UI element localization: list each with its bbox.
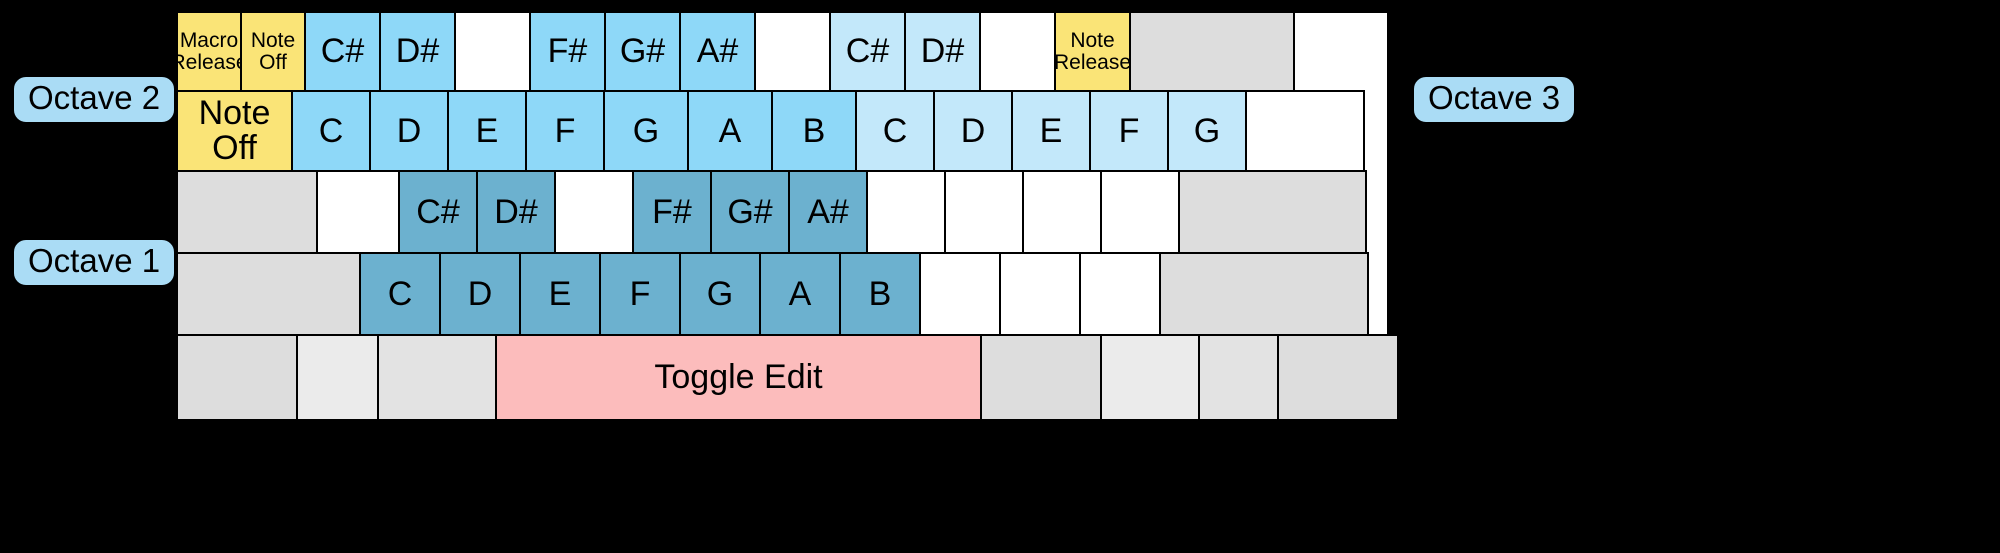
key-b[interactable]: B [771,90,857,172]
key-row-modifier-row: Toggle Edit [176,334,1399,421]
key-d[interactable]: D [933,90,1013,172]
key-e[interactable]: E [447,90,527,172]
key-f-sharp[interactable]: F# [632,170,712,254]
key-blank [1159,252,1369,336]
key-e[interactable]: E [519,252,601,336]
key-f[interactable]: F [1089,90,1169,172]
key-toggle-edit[interactable]: Toggle Edit [495,334,982,421]
key-blank [1129,11,1295,92]
key-blank [176,252,361,336]
octave-label-2: Octave 2 [12,75,177,124]
key-blank [316,170,400,254]
key-c-sharp[interactable]: C# [398,170,478,254]
key-a-sharp[interactable]: A# [679,11,756,92]
key-f[interactable]: F [599,252,681,336]
key-blank [754,11,831,92]
key-a[interactable]: A [687,90,773,172]
key-b[interactable]: B [839,252,921,336]
key-blank [919,252,1001,336]
key-f[interactable]: F [525,90,605,172]
key-g[interactable]: G [1167,90,1247,172]
key-d[interactable]: D [439,252,521,336]
key-row-octave1-black-keys: C#D# F#G#A# [176,170,1387,254]
key-blank [944,170,1024,254]
key-note-release[interactable]: Note Release [1054,11,1131,92]
key-f-sharp[interactable]: F# [529,11,606,92]
key-g-sharp[interactable]: G# [604,11,681,92]
key-c[interactable]: C [359,252,441,336]
key-d-sharp[interactable]: D# [904,11,981,92]
key-a[interactable]: A [759,252,841,336]
key-blank [979,11,1056,92]
key-blank [296,334,379,421]
key-d[interactable]: D [369,90,449,172]
key-blank [1245,90,1365,172]
key-d-sharp[interactable]: D# [476,170,556,254]
key-c[interactable]: C [291,90,371,172]
key-blank [866,170,946,254]
key-blank [1100,334,1200,421]
key-macro-release[interactable]: Macro Release [176,11,242,92]
key-blank [454,11,531,92]
key-e[interactable]: E [1011,90,1091,172]
key-note-off[interactable]: Note Off [176,90,293,172]
key-blank [176,170,318,254]
key-blank [980,334,1102,421]
key-blank [999,252,1081,336]
key-g-sharp[interactable]: G# [710,170,790,254]
key-blank [377,334,497,421]
key-g[interactable]: G [603,90,689,172]
key-a-sharp[interactable]: A# [788,170,868,254]
key-c-sharp[interactable]: C# [829,11,906,92]
key-blank [1198,334,1279,421]
key-note-off[interactable]: Note Off [240,11,306,92]
key-c[interactable]: C [855,90,935,172]
octave-label-3: Octave 3 [1412,75,1577,124]
key-blank [1277,334,1399,421]
key-blank [1178,170,1367,254]
key-c-sharp[interactable]: C# [304,11,381,92]
key-blank [554,170,634,254]
key-d-sharp[interactable]: D# [379,11,456,92]
key-blank [176,334,298,421]
key-blank [1022,170,1102,254]
octave-label-1: Octave 1 [12,238,177,287]
key-blank [1100,170,1180,254]
key-blank [1079,252,1161,336]
key-g[interactable]: G [679,252,761,336]
